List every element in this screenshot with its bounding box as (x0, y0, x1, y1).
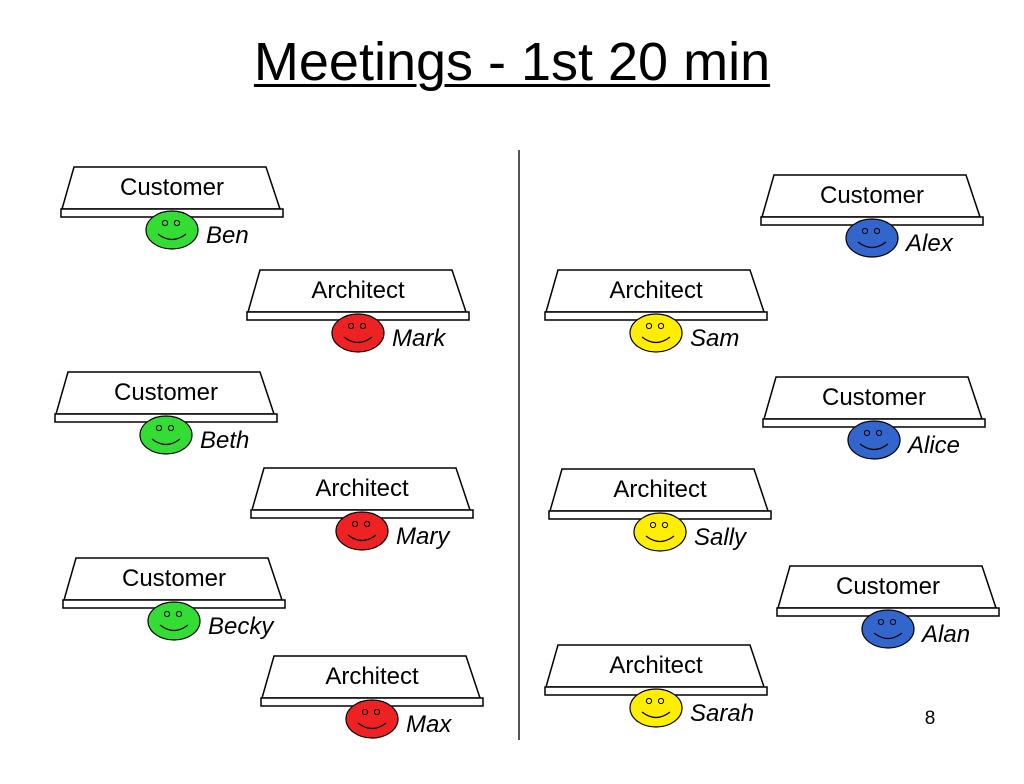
seat-customer-becky: Customer Becky (62, 556, 292, 686)
role-label: Architect (609, 652, 703, 679)
slide-title-text: Meetings - 1st 20 min (253, 32, 771, 92)
person-name: Max (406, 711, 452, 738)
person-name: Mark (392, 325, 446, 352)
seat-customer-alice: Customer Alice (762, 375, 992, 505)
seat-customer-alex: Customer Alex (760, 173, 990, 303)
seat-customer-ben: Customer Ben (60, 165, 290, 295)
person-name: Sally (694, 524, 747, 551)
person-name: Sam (690, 325, 740, 352)
person-name: Beth (200, 427, 250, 454)
smiley-face-icon (147, 601, 201, 641)
smiley-face-icon (845, 218, 899, 258)
seat-architect-max: Architect Max (260, 654, 490, 784)
center-divider (518, 150, 520, 740)
person-name: Ben (206, 222, 249, 249)
seat-architect-mary: Architect Mary (250, 466, 480, 596)
role-label: Customer (113, 379, 219, 406)
seat-architect-sam: Architect Sam (544, 268, 774, 398)
slide: Meetings - 1st 20 min Customer Ben Archi… (0, 30, 1024, 740)
smiley-face-icon (335, 511, 389, 551)
role-label: Customer (119, 174, 225, 201)
role-label: Customer (819, 182, 925, 209)
role-label: Architect (311, 277, 405, 304)
role-label: Architect (613, 476, 707, 503)
smiley-face-icon (139, 415, 193, 455)
role-label: Architect (609, 277, 703, 304)
person-name: Becky (208, 613, 274, 640)
seat-customer-beth: Customer Beth (54, 370, 284, 500)
smiley-face-icon (633, 512, 687, 552)
seat-architect-sally: Architect Sally (548, 467, 778, 597)
seat-customer-alan: Customer Alan (776, 564, 1006, 694)
smiley-face-icon (331, 313, 385, 353)
page-number: 8 (924, 708, 936, 729)
slide-title: Meetings - 1st 20 min (0, 30, 1024, 94)
person-name: Mary (396, 523, 450, 550)
person-name: Alice (908, 432, 961, 459)
smiley-face-icon (345, 699, 399, 739)
seat-architect-mark: Architect Mark (246, 268, 476, 398)
smiley-face-icon (847, 420, 901, 460)
seat-architect-sarah: Architect Sarah (544, 643, 774, 773)
person-name: Alex (906, 230, 953, 257)
person-name: Alan (922, 621, 971, 648)
smiley-face-icon (629, 688, 683, 728)
role-label: Customer (121, 565, 227, 592)
person-name: Sarah (690, 700, 755, 727)
role-label: Architect (315, 475, 409, 502)
smiley-face-icon (145, 210, 199, 250)
smiley-face-icon (629, 313, 683, 353)
smiley-face-icon (861, 609, 915, 649)
role-label: Customer (835, 573, 941, 600)
role-label: Architect (325, 663, 419, 690)
nameplate: Customer (60, 165, 284, 221)
role-label: Customer (821, 384, 927, 411)
